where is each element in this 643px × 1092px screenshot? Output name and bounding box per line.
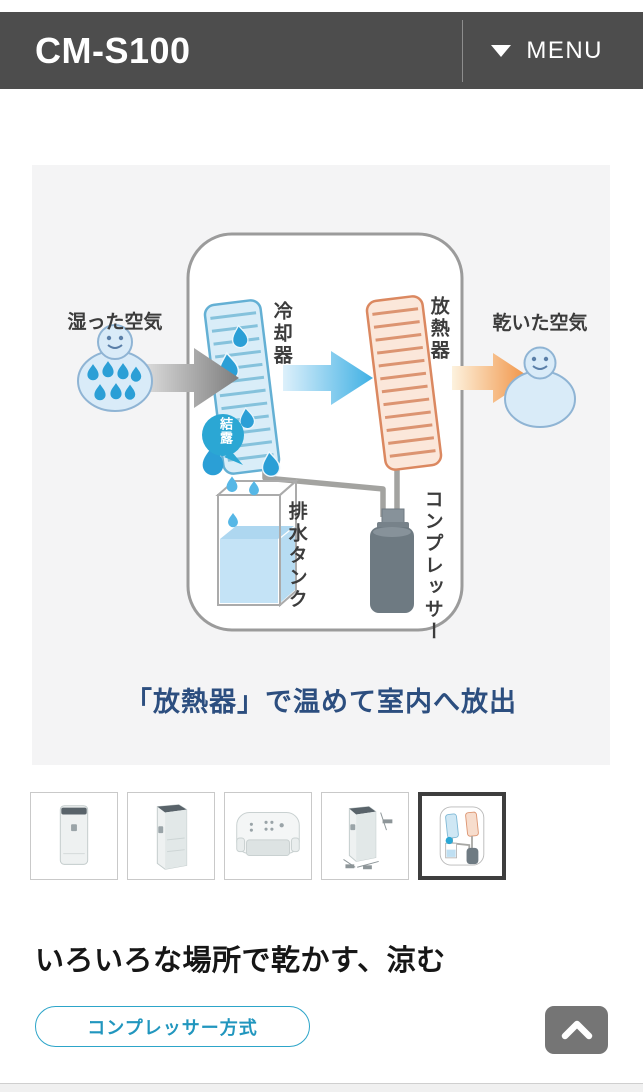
dry-air-person-icon <box>504 346 576 428</box>
cooled-air-arrow <box>283 351 373 405</box>
heating-coil-icon <box>365 295 443 471</box>
humid-air-person-icon <box>77 324 153 412</box>
thumbnail-product-top-panel-view[interactable] <box>224 792 312 880</box>
humid-air-arrow <box>140 348 239 408</box>
app-header: CM-S100 MENU <box>0 12 643 89</box>
menu-button-label: MENU <box>526 36 603 64</box>
drain-tank-icon <box>215 478 299 608</box>
product-top-panel-view-image <box>236 812 300 857</box>
condensation-badge <box>202 414 244 465</box>
main-gallery-image: 湿った空気 乾いた空気 冷却器 放熱器 排水タンク コンプレッサー 結露 「放熱… <box>32 165 610 765</box>
product-angled-view-image <box>156 804 188 870</box>
thumbnail-product-angled-view[interactable] <box>127 792 215 880</box>
chevron-up-icon <box>561 1020 592 1040</box>
section-heading: いろいろな場所で乾かす、涼む <box>35 945 446 977</box>
mechanism-diagram-image <box>439 806 485 866</box>
compressor-method-tag-button[interactable]: コンプレッサー方式 <box>35 1006 310 1047</box>
label-radiator: 放熱器 <box>427 296 449 362</box>
chevron-down-icon <box>491 44 512 57</box>
compressor-icon <box>370 508 414 613</box>
scroll-to-top-button[interactable] <box>545 1006 608 1054</box>
label-drain-tank: 排水タンク <box>285 501 307 611</box>
label-condensation: 結露 <box>218 417 233 445</box>
next-section-edge <box>0 1083 643 1092</box>
diagram-caption: 「放熱器」で温めて室内へ放出 <box>125 687 517 717</box>
dehumidifier-process-diagram <box>77 232 576 632</box>
product-dimensions-view-image <box>343 806 393 870</box>
gallery-thumbnails <box>30 792 506 880</box>
page-title: CM-S100 <box>35 29 191 71</box>
thumbnail-dehumidify-mechanism-diagram[interactable] <box>418 792 506 880</box>
thumbnail-product-dimensions-view[interactable] <box>321 792 409 880</box>
label-humid-air: 湿った空気 <box>67 312 163 333</box>
product-front-view-image <box>59 805 89 865</box>
label-cooler: 冷却器 <box>270 301 292 367</box>
thumbnail-product-front-view[interactable] <box>30 792 118 880</box>
menu-button[interactable]: MENU <box>462 19 643 82</box>
label-dry-air: 乾いた空気 <box>492 313 588 334</box>
label-compressor: コンプレッサー <box>421 489 443 643</box>
